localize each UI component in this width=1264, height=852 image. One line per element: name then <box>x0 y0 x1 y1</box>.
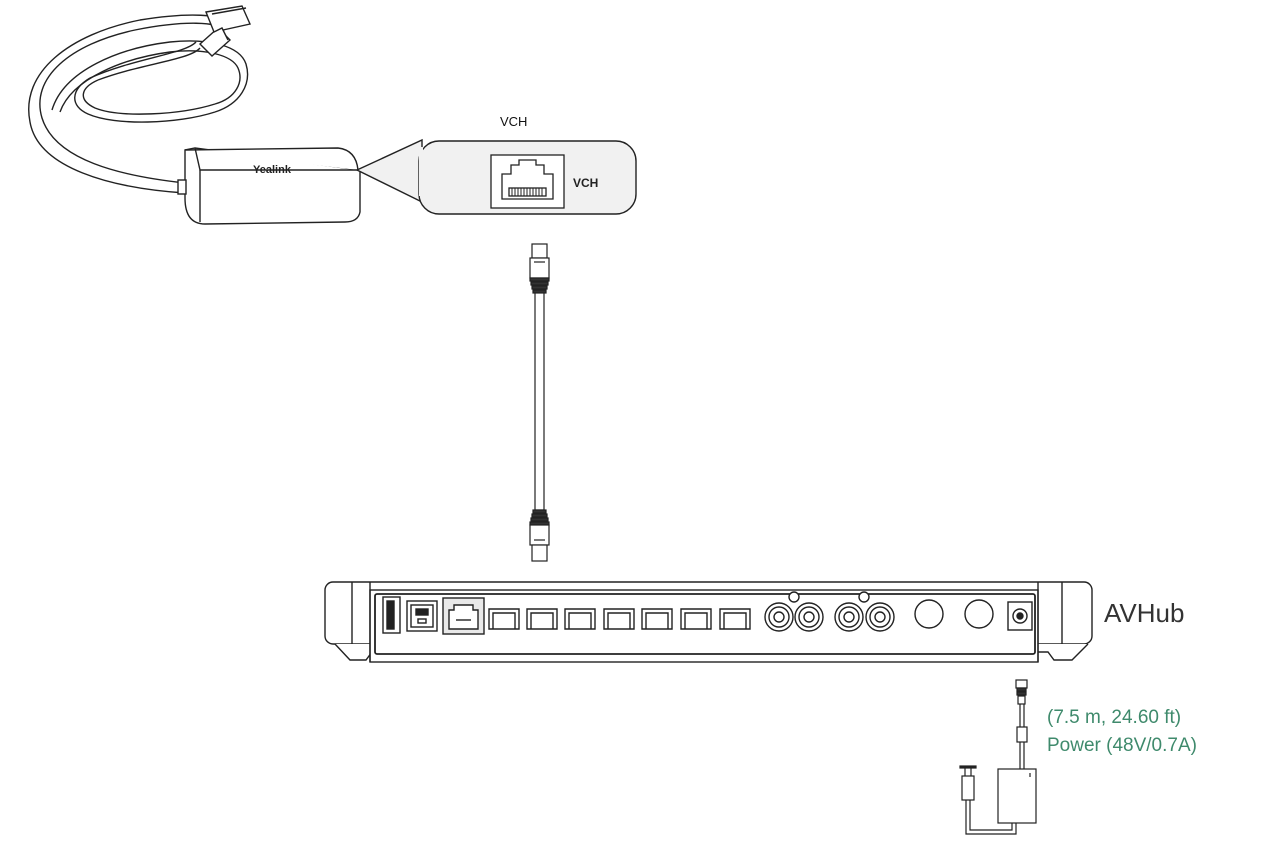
vch-box <box>177 147 361 225</box>
avhub-device <box>324 581 1093 663</box>
vch-port-icon <box>490 154 565 209</box>
ethernet-cable <box>529 243 550 562</box>
vch-usb-cable <box>28 14 249 194</box>
power-adapter <box>959 679 1037 835</box>
usb-plug <box>198 5 251 57</box>
vch-brand-logo: Yealink <box>253 164 292 176</box>
power-spec: Power (48V/0.7A) <box>1047 735 1197 756</box>
vch-callout-title: VCH <box>500 114 528 129</box>
vch-port-label: VCH <box>573 176 598 190</box>
power-cable-length: (7.5 m, 24.60 ft) <box>1047 707 1182 728</box>
avhub-label: AVHub <box>1104 598 1185 628</box>
vch-callout: VCH <box>355 138 637 215</box>
